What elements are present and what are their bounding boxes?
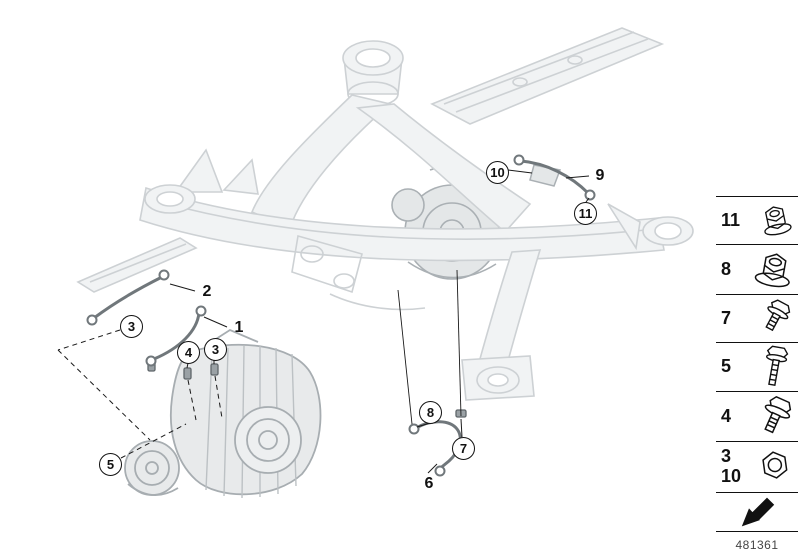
- hex-bolt-icon: [765, 298, 791, 331]
- callout-2[interactable]: 2: [202, 283, 212, 300]
- callout-5[interactable]: 5: [99, 453, 122, 476]
- legend-row-7[interactable]: 7: [716, 294, 798, 342]
- legend-row-8[interactable]: 8: [716, 244, 798, 294]
- fastener-legend: 11 8: [716, 196, 798, 532]
- legend-row-3-10[interactable]: 3 10: [716, 441, 798, 492]
- callout-9[interactable]: 9: [595, 167, 605, 184]
- legend-label-7: 7: [721, 307, 732, 328]
- legend-row-direction: [716, 492, 798, 532]
- callout-4[interactable]: 4: [177, 341, 200, 364]
- hex-nut-icon: [762, 451, 788, 479]
- callout-10[interactable]: 10: [486, 161, 509, 184]
- legend-label-4: 4: [721, 405, 732, 426]
- front-direction-arrow-icon: [741, 497, 775, 527]
- callout-3b[interactable]: 3: [204, 338, 227, 361]
- callout-3[interactable]: 3: [120, 315, 143, 338]
- callout-11[interactable]: 11: [574, 202, 597, 225]
- drawing-number: 481361: [735, 538, 779, 552]
- legend-label-11: 11: [721, 209, 741, 230]
- callout-1[interactable]: 1: [234, 319, 244, 336]
- legend-label-8: 8: [721, 258, 732, 279]
- callout-7[interactable]: 7: [452, 437, 475, 460]
- flange-nut-icon: [764, 205, 792, 235]
- callout-8[interactable]: 8: [419, 401, 442, 424]
- flange-bolt-icon: [764, 395, 792, 433]
- flange-nut-icon: [754, 252, 790, 287]
- legend-row-11[interactable]: 11: [716, 196, 798, 244]
- hex-bolt-icon: [766, 345, 789, 387]
- legend-labels-3-10: 3 10: [721, 446, 742, 487]
- legend-label-10: 10: [721, 466, 742, 486]
- callout-6[interactable]: 6: [424, 475, 434, 492]
- legend-row-4[interactable]: 4: [716, 391, 798, 441]
- legend-label-5: 5: [721, 356, 732, 377]
- legend-label-3: 3: [721, 446, 732, 467]
- legend-row-5[interactable]: 5: [716, 342, 798, 391]
